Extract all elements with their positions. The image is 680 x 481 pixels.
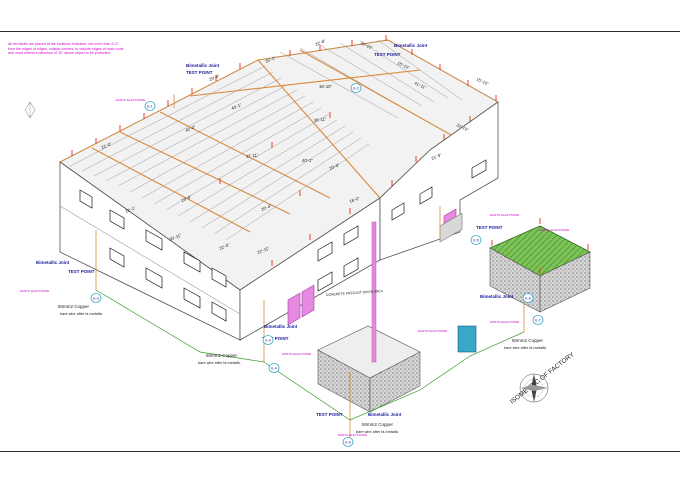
electrode-marker-label: E-4 (271, 367, 277, 371)
electrode-label-4: EARTH ELECTRODE (418, 329, 447, 333)
north-arrow (24, 101, 36, 119)
copper-sub-3: bare wire after bi-metallic (504, 346, 547, 350)
fenced-yard (317, 221, 477, 413)
electrode-marker: E-6 (522, 293, 534, 303)
electrode-marker: E-1 (144, 101, 156, 111)
electrode-markers: E-1 E-2E-3E-4 E-5E-6E-7E-8 E-9 (90, 83, 544, 447)
dimension-label: 15'-10" (476, 76, 490, 86)
electrode-marker: E-8 (342, 437, 354, 447)
dimension-label: 22'-8" (315, 38, 327, 47)
bimetallic-label-5: Bimetallic Joint (480, 294, 514, 299)
dimension-label: 33'-10" (456, 122, 470, 132)
test-point-label-2: TEST POINT (374, 52, 401, 57)
dimension-label: 21'-0" (101, 141, 113, 150)
copper-sub-4: bare wire after bi-metallic (356, 430, 399, 434)
annex-side-wall (539, 251, 591, 313)
dimension-label: 22'-0" (219, 242, 231, 251)
test-point-label-6: TEST POINT (316, 412, 343, 417)
copper-label-4: 50mm2 Copper (362, 422, 394, 427)
electrode-label-3: EARTH ELECTRODE (282, 352, 311, 356)
rear-wall-segment (379, 101, 499, 261)
test-point-label-3: TEST POINT (68, 269, 95, 274)
dimension-label: 15'-10" (397, 60, 411, 70)
drawing-title: ISOMETRIC OF FACTORY (509, 351, 576, 406)
electrode-label-5: EARTH ELECTRODE (540, 228, 569, 232)
dimension-label: 25'-1" (265, 55, 277, 64)
electrical-cabinet (457, 325, 477, 353)
dimension-label: 30'-10" (360, 40, 374, 50)
bottom-border (0, 451, 680, 452)
dimension-label: 23'-9" (181, 194, 193, 203)
dimension-label: 20'-8" (209, 73, 221, 82)
electrode-marker-label: E-5 (473, 239, 479, 243)
bimetallic-label-1: Bimetallic Joint (186, 63, 220, 68)
electrode-marker-label: E-1 (147, 105, 153, 109)
dimension-label: 18'-0" (349, 195, 361, 204)
electrode-marker-label: E-3 (93, 297, 99, 301)
dimension-label: 22'-11" (257, 245, 271, 255)
bimetallic-label-6: Bimetallic Joint (368, 412, 402, 417)
electrode-marker: E-7 (532, 315, 544, 325)
bimetallic-label-3: Bimetallic Joint (36, 260, 70, 265)
electrode-marker-label: E-9 (265, 339, 271, 343)
mast (371, 221, 377, 363)
electrode-marker-label: E-8 (345, 441, 351, 445)
main-walls (59, 101, 499, 341)
electrode-marker-label: E-6 (525, 297, 531, 301)
dimension-label: 32'-11" (245, 152, 259, 159)
dimension-label: 42'-0" (185, 124, 197, 133)
electrode-label-7: EARTH ELECTRODE (490, 320, 519, 324)
air-terminals (71, 35, 497, 266)
electrode-marker: E-4 (268, 363, 280, 373)
copper-sub-1: bare wire after bi-metallic (60, 312, 103, 316)
test-point-label-5: TEST POINT (476, 225, 503, 230)
dimension-label: 20'-4" (261, 203, 273, 212)
roof-panel-lines (69, 39, 463, 241)
ground-conductor-path (95, 289, 525, 421)
down-conductors (95, 94, 525, 440)
dimension-label: 16'-10" (319, 84, 333, 89)
electrode-label-8: EARTH ELECTRODE (338, 433, 367, 437)
top-border (0, 31, 680, 32)
windows (79, 159, 487, 322)
dimension-labels: 22'-8"25'-1"20'-8"16'-10"15'-10"41'-11"1… (101, 38, 490, 255)
test-point-label-4: TEST POINT (262, 336, 289, 341)
dimension-label: 22'-1" (125, 205, 137, 214)
dimension-label: 43'-1" (231, 102, 243, 111)
drive-area-label: CONCRETE PRECAST DRIVE AREA (326, 289, 384, 297)
electrode-label-1: EARTH ELECTRODE (116, 98, 145, 102)
electrode-marker: E-5 (470, 235, 482, 245)
dimension-label: 40'-1" (302, 158, 313, 163)
electrode-label-2: EARTH ELECTRODE (20, 289, 49, 293)
general-note: Air terminals are placed at the location… (8, 42, 124, 56)
dimension-label: 30'-11" (313, 116, 327, 123)
electrode-label-6: EARTH ELECTRODE (490, 213, 519, 217)
copper-label-2: 50mm2 Copper (206, 353, 238, 358)
dimension-label: 30'-11" (169, 232, 183, 242)
bimetallic-label-2: Bimetallic Joint (394, 43, 428, 48)
electrode-marker: E-3 (90, 293, 102, 303)
dimension-label: 21'-9" (431, 152, 443, 161)
compass (519, 373, 549, 403)
annex-terminals (491, 218, 589, 274)
dimension-label: 41'-11" (414, 80, 428, 90)
yard-side-fence (369, 351, 421, 413)
bimetallic-label-4: Bimetallic Joint (264, 324, 298, 329)
electrode-marker-label: E-2 (353, 87, 359, 91)
electrode-marker: E-9 (262, 335, 274, 345)
copper-label-3: 50mm2 Copper (512, 338, 544, 343)
electrode-marker: E-2 (350, 83, 362, 93)
copper-sub-2: bare wire after bi-metallic (198, 361, 241, 365)
test-point-label-1: TEST POINT (186, 70, 213, 75)
roof-ridges (91, 49, 461, 233)
copper-label-1: 50mm2 Copper (58, 304, 90, 309)
electrode-marker-label: E-7 (535, 319, 541, 323)
floor-line (59, 205, 241, 315)
dimension-label: 20'-0" (329, 162, 341, 171)
